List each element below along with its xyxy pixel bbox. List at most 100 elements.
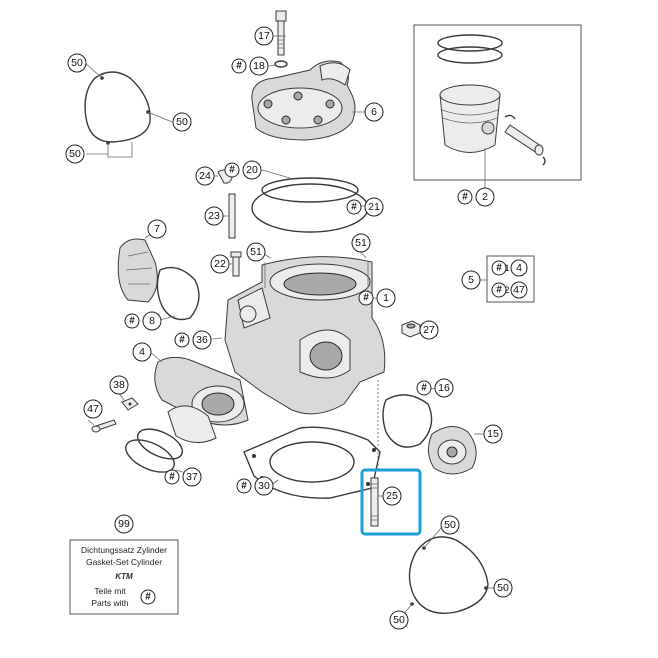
svg-text:#: # bbox=[462, 192, 468, 203]
piston-assembly-box[interactable] bbox=[413, 24, 582, 188]
callout-label: 47 bbox=[87, 403, 99, 415]
callout-50[interactable]: 50 bbox=[389, 610, 409, 630]
callout-label: 50 bbox=[393, 614, 405, 626]
gasket-set-line1: Dichtungssatz Zylinder bbox=[81, 545, 167, 555]
svg-text:#: # bbox=[496, 285, 502, 296]
callout-label: 1 bbox=[383, 292, 389, 304]
callout-25[interactable]: 25 bbox=[382, 486, 402, 506]
callout-24[interactable]: 24 bbox=[195, 166, 215, 186]
cylinder-head[interactable] bbox=[251, 60, 366, 141]
callout-label: 51 bbox=[355, 237, 367, 249]
callout-18[interactable]: #18 bbox=[231, 56, 269, 76]
callout-label: 2 bbox=[482, 191, 488, 203]
valve-cover-left[interactable] bbox=[117, 229, 200, 322]
callout-label: 23 bbox=[208, 210, 220, 222]
callout-label: 27 bbox=[423, 324, 435, 336]
callout-38[interactable]: 38 bbox=[109, 375, 129, 395]
hash-marker: # bbox=[224, 162, 240, 178]
svg-text:#: # bbox=[241, 481, 247, 492]
callout-2[interactable]: #2 bbox=[457, 187, 495, 207]
callout-label: 20 bbox=[246, 164, 258, 176]
callout-17[interactable]: 17 bbox=[254, 26, 274, 46]
callout-23[interactable]: 23 bbox=[204, 206, 224, 226]
callout-5[interactable]: 5 bbox=[461, 270, 481, 290]
valve-cover-right[interactable] bbox=[377, 380, 486, 475]
callout-label: 50 bbox=[69, 148, 81, 160]
callout-layer: 17#186505050#224#20#21237515122#1#8#3627… bbox=[65, 26, 513, 630]
stud-screw[interactable] bbox=[228, 251, 242, 277]
callout-label: 15 bbox=[487, 428, 499, 440]
callout-label: 25 bbox=[386, 490, 398, 502]
callout-50[interactable]: 50 bbox=[67, 53, 87, 73]
gasket-set-line2: Gasket-Set Cylinder bbox=[86, 557, 162, 567]
callout-label: 24 bbox=[199, 170, 211, 182]
callout-label: 50 bbox=[71, 57, 83, 69]
callout-7[interactable]: 7 bbox=[147, 219, 167, 239]
cover-gasket-top-left[interactable] bbox=[84, 62, 173, 158]
hash-marker: # bbox=[346, 199, 362, 215]
svg-text:#: # bbox=[179, 335, 185, 346]
callout-99[interactable]: 99 bbox=[114, 514, 134, 534]
svg-text:#: # bbox=[229, 165, 235, 176]
callout-label: 16 bbox=[438, 382, 450, 394]
svg-text:#: # bbox=[421, 383, 427, 394]
callout-1[interactable]: #1 bbox=[358, 288, 396, 308]
gasket-set-line3: Teile mit bbox=[94, 586, 126, 596]
screw[interactable] bbox=[87, 419, 117, 433]
breather-tube[interactable] bbox=[222, 193, 236, 239]
svg-text:#: # bbox=[129, 316, 135, 327]
hash-marker: # bbox=[231, 58, 247, 74]
hash-marker: # bbox=[358, 290, 374, 306]
callout-label: 18 bbox=[253, 60, 265, 72]
callout-6[interactable]: 6 bbox=[364, 102, 384, 122]
gasket-set-line4: Parts with bbox=[91, 598, 129, 608]
callout-50[interactable]: 50 bbox=[172, 112, 192, 132]
callout-4[interactable]: 4 bbox=[132, 342, 152, 362]
callout-16[interactable]: #16 bbox=[416, 378, 454, 398]
callout-label: 5 bbox=[468, 274, 474, 286]
callout-15[interactable]: 15 bbox=[483, 424, 503, 444]
svg-text:#: # bbox=[145, 592, 151, 603]
callout-30[interactable]: #30 bbox=[236, 476, 274, 496]
callout-label: 99 bbox=[118, 518, 130, 530]
head-bolt[interactable] bbox=[272, 10, 287, 56]
callout-label: 36 bbox=[196, 334, 208, 346]
callout-50[interactable]: 50 bbox=[440, 515, 460, 535]
kit-row1-right: 4 bbox=[510, 259, 528, 277]
intake-flange[interactable] bbox=[149, 351, 249, 443]
gasket-set-hash: # bbox=[140, 589, 156, 605]
callout-label: 7 bbox=[154, 223, 160, 235]
cylinder-stud[interactable] bbox=[370, 477, 384, 527]
kit-row1-left: # bbox=[491, 260, 507, 276]
selected-part-highlight bbox=[360, 468, 422, 536]
callout-8[interactable]: #8 bbox=[124, 311, 162, 331]
callout-20[interactable]: #20 bbox=[224, 160, 262, 180]
callout-22[interactable]: 22 bbox=[210, 254, 230, 274]
kit-reference[interactable]: # # 4 47 12 bbox=[479, 255, 535, 303]
callout-label: 37 bbox=[186, 471, 198, 483]
callout-51[interactable]: 51 bbox=[246, 242, 266, 262]
gasket-set-brand: KTM bbox=[115, 572, 133, 581]
callout-label: 6 bbox=[371, 106, 377, 118]
bracket[interactable] bbox=[117, 391, 139, 411]
svg-text:#: # bbox=[169, 472, 175, 483]
callout-50[interactable]: 50 bbox=[493, 578, 513, 598]
hash-marker: # bbox=[457, 189, 473, 205]
callout-label: 8 bbox=[149, 315, 155, 327]
callout-label: 51 bbox=[250, 246, 262, 258]
callout-27[interactable]: 27 bbox=[419, 320, 439, 340]
callout-label: 50 bbox=[176, 116, 188, 128]
callout-21[interactable]: #21 bbox=[346, 197, 384, 217]
gasket-set-box[interactable]: Dichtungssatz Zylinder Gasket-Set Cylind… bbox=[69, 539, 179, 615]
hash-marker: # bbox=[124, 313, 140, 329]
callout-36[interactable]: #36 bbox=[174, 330, 212, 350]
callout-37[interactable]: #37 bbox=[164, 467, 202, 487]
seal-ring[interactable] bbox=[268, 60, 288, 68]
callout-51[interactable]: 51 bbox=[351, 233, 371, 253]
callout-label: 4 bbox=[139, 346, 145, 358]
callout-47[interactable]: 47 bbox=[83, 399, 103, 419]
callout-50[interactable]: 50 bbox=[65, 144, 85, 164]
cylinder[interactable] bbox=[201, 242, 386, 415]
cover-gasket-bottom-right[interactable] bbox=[401, 526, 494, 617]
